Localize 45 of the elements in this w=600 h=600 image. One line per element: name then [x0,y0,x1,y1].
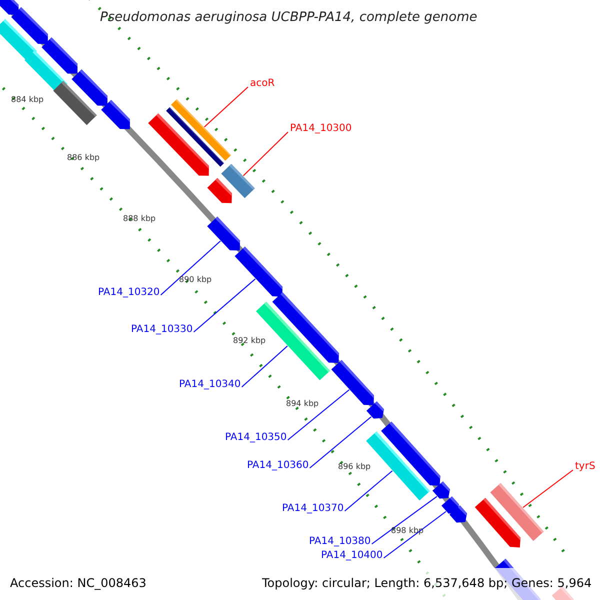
gene-label: PA14_10380 [309,537,371,547]
gene-label: PA14_10360 [247,461,309,471]
gene-label: PA14_10330 [131,325,193,335]
leader-line [371,496,438,544]
gene-block [207,216,240,251]
leader-line [193,278,256,332]
gene-block [331,360,374,406]
leader-line [160,240,221,296]
gene-block [449,505,467,523]
gene-block [148,113,209,176]
gene-label: acoR [250,79,275,89]
leader-line [242,132,288,176]
title: Pseudomonas aeruginosa UCBPP-PA14, complete genome [100,11,478,24]
tick-label: 890 kbp [179,276,212,284]
gene-block [474,498,520,548]
gene-block [207,178,232,204]
tick-label: 886 kbp [67,154,100,162]
leader-line [522,470,574,508]
gene-label: tyrS [575,462,596,472]
gene-block [53,80,97,126]
gene-label: PA14_10300 [290,124,352,134]
gene-label: PA14_10370 [282,504,344,514]
gene-block [272,292,339,364]
gene-label: PA14_10320 [98,288,160,298]
gene-block [381,422,440,486]
tick-label: 884 kbp [11,96,44,104]
gene-block [101,100,130,130]
tick-label: 896 kbp [338,463,371,471]
gene-label: PA14_10340 [179,380,241,390]
gene-block [234,246,283,297]
tick-label: 892 kbp [233,337,266,345]
leader-line [344,470,393,512]
info-text: Accession: NC_008463 [10,577,146,589]
leader-line [383,511,446,558]
gene-label: PA14_10350 [225,433,287,443]
gene-block [366,401,384,419]
tick-label: 888 kbp [123,215,156,223]
leader-line [287,389,350,440]
leader-line [309,416,372,468]
gene-block [0,0,19,15]
info-text: Topology: circular; Length: 6,537,648 bp; Genes: 5,964 [262,577,592,589]
tick-label: 894 kbp [286,400,319,408]
leader-line [241,346,288,388]
gene-label: PA14_10400 [321,551,383,561]
leader-line [204,86,248,128]
